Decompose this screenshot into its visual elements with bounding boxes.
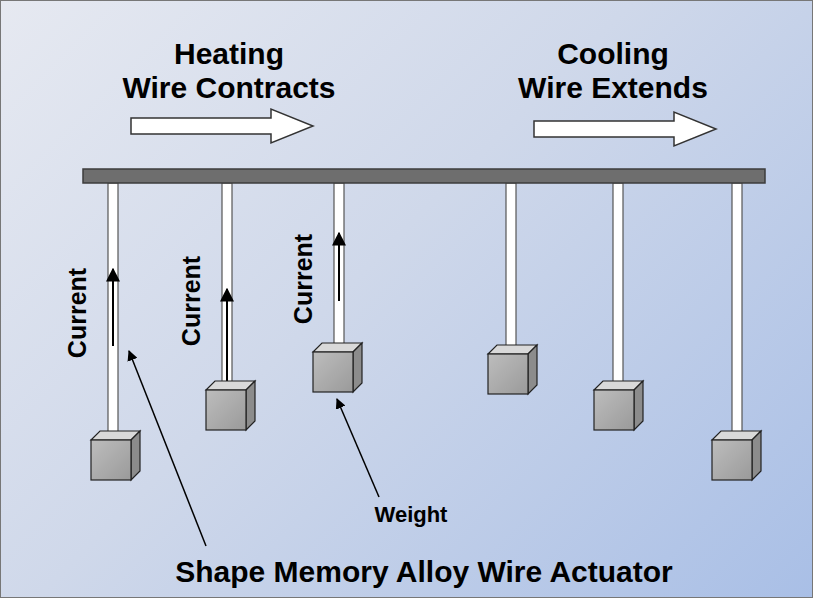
heating-arrow bbox=[131, 109, 313, 143]
weight-cube bbox=[313, 343, 362, 392]
heading-label: Cooling Wire Extends bbox=[518, 37, 708, 104]
sma-wire bbox=[613, 183, 623, 383]
current-label: Current bbox=[177, 256, 205, 346]
current-arrow bbox=[112, 269, 114, 346]
current-label: Current bbox=[63, 268, 91, 358]
sma-wire bbox=[108, 183, 118, 433]
current-arrow bbox=[338, 233, 340, 301]
support-bar bbox=[83, 169, 765, 183]
sma-wire bbox=[222, 183, 232, 383]
cooling-arrow bbox=[534, 112, 716, 146]
weight-cube bbox=[488, 345, 537, 394]
weight-cube bbox=[206, 381, 255, 430]
weight-cube bbox=[91, 431, 140, 480]
sma-wire bbox=[334, 183, 344, 345]
current-arrow bbox=[226, 289, 228, 381]
weight-cube bbox=[712, 431, 761, 480]
heading-label: Heating Wire Contracts bbox=[122, 37, 335, 104]
current-label: Current bbox=[289, 234, 317, 324]
sma-wire bbox=[732, 183, 742, 433]
caption-label: Shape Memory Alloy Wire Actuator bbox=[175, 555, 673, 589]
leader-line bbox=[337, 399, 379, 497]
sma-wire bbox=[506, 183, 516, 347]
part-label: Weight bbox=[375, 503, 448, 528]
weight-cube bbox=[594, 381, 643, 430]
leader-line bbox=[129, 351, 206, 546]
